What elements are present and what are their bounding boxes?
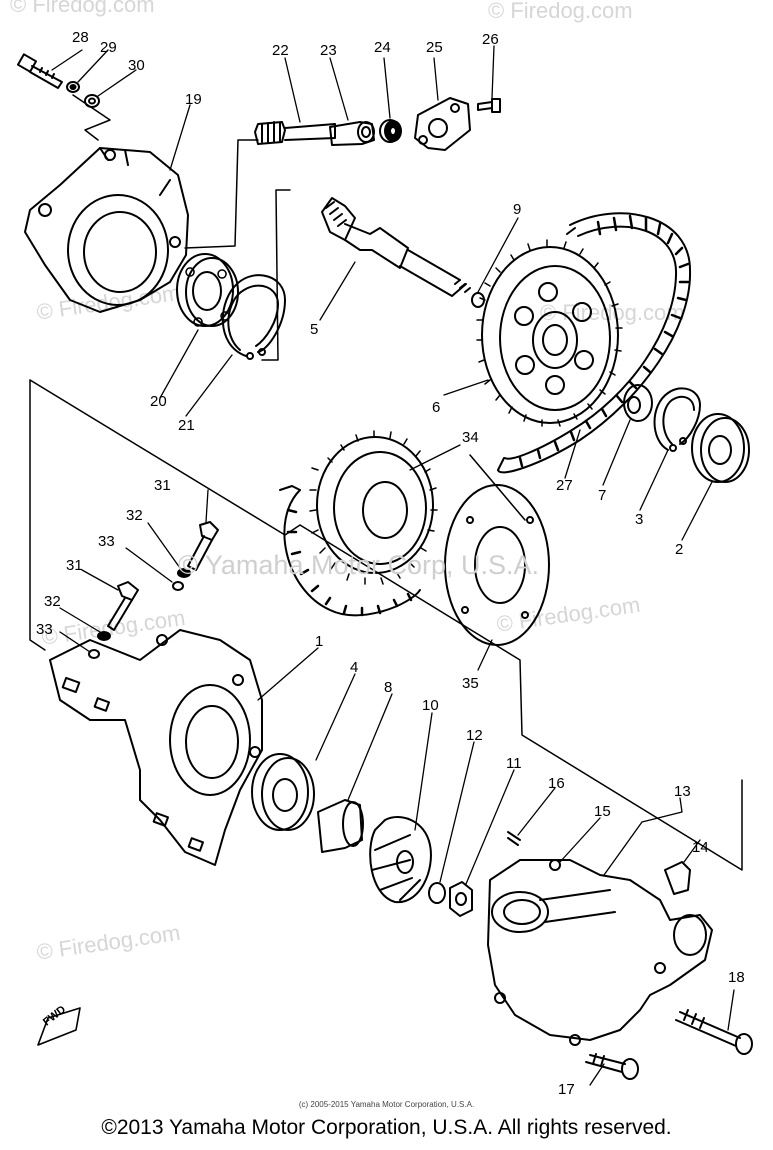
watermark: © Firedog.com <box>10 0 155 17</box>
callout-4: 4 <box>350 659 359 676</box>
washer-32-lower <box>97 631 111 641</box>
bushing-8 <box>317 799 364 853</box>
plate-25 <box>414 97 471 151</box>
callout-14: 14 <box>692 839 709 856</box>
callout-28: 28 <box>72 29 89 46</box>
pulley-6 <box>476 239 623 427</box>
callout-22: 22 <box>272 42 289 59</box>
footer-small-copyright: (c) 2005-2015 Yamaha Motor Corporation, … <box>298 1100 475 1109</box>
callout-21: 21 <box>178 417 195 434</box>
seal-24 <box>379 119 402 143</box>
plate-35 <box>444 484 550 646</box>
watermark: © Firedog.com <box>488 0 633 23</box>
callout-19: 19 <box>185 91 202 108</box>
washer-33-lower <box>88 649 100 659</box>
callout-12: 12 <box>466 727 483 744</box>
callout-17: 17 <box>558 1081 575 1098</box>
callout-30: 30 <box>128 57 145 74</box>
callout-27: 27 <box>556 477 573 494</box>
callout-3: 3 <box>635 511 644 528</box>
callout-31-lower: 31 <box>66 557 83 574</box>
callout-11: 11 <box>506 755 522 772</box>
circlip-21 <box>221 274 286 360</box>
bolt-31-upper <box>187 521 219 571</box>
housing-1 <box>49 629 263 866</box>
callout-9: 9 <box>513 201 522 218</box>
callout-32-lower: 32 <box>44 593 61 610</box>
cover-19 <box>24 147 189 313</box>
timing-belt-27 <box>279 212 692 617</box>
washer-32-upper <box>177 568 191 578</box>
pulley-34 <box>309 430 438 585</box>
bolt-18 <box>675 1009 753 1055</box>
callout-13: 13 <box>674 783 691 800</box>
pin-16 <box>507 831 521 846</box>
callout-1: 1 <box>315 633 324 650</box>
callout-8: 8 <box>384 679 393 696</box>
gear-shaft-22 <box>254 121 336 145</box>
washer-29 <box>66 81 80 93</box>
callout-18: 18 <box>728 969 745 986</box>
screw-26 <box>477 98 501 113</box>
leader-lines <box>51 45 735 1086</box>
nut-11 <box>449 881 473 917</box>
callout-20: 20 <box>150 393 167 410</box>
bolt-28 <box>16 53 63 89</box>
bushing-23 <box>329 121 375 146</box>
callout-2: 2 <box>675 541 684 558</box>
callout-33-lower: 33 <box>36 621 53 638</box>
washer-33-upper <box>172 581 184 591</box>
callout-29: 29 <box>100 39 117 56</box>
callout-32-upper: 32 <box>126 507 143 524</box>
circlip-3 <box>653 387 701 452</box>
callout-34: 34 <box>462 429 479 446</box>
copyright-overlay: © Yamaha Motor Corp, U.S.A. <box>178 550 540 580</box>
bearing-2 <box>691 413 750 483</box>
fitting-14 <box>664 861 691 895</box>
callout-25: 25 <box>426 39 443 56</box>
bolt-31-lower <box>107 581 139 631</box>
callout-10: 10 <box>422 697 439 714</box>
watermark: © Firedog.com <box>540 300 685 325</box>
washer-9 <box>471 292 485 308</box>
seal-7 <box>623 384 653 422</box>
impeller-10 <box>369 816 432 904</box>
callout-23: 23 <box>320 42 337 59</box>
shaft-5 <box>321 197 471 297</box>
callout-6: 6 <box>432 399 441 416</box>
bearing-4 <box>251 753 315 831</box>
pump-cover-13 <box>487 859 713 1046</box>
callout-15: 15 <box>594 803 611 820</box>
footer-copyright: ©2013 Yamaha Motor Corporation, U.S.A. A… <box>101 1116 672 1139</box>
callout-31-upper: 31 <box>154 477 171 494</box>
callout-33-upper: 33 <box>98 533 115 550</box>
bolt-17 <box>585 1053 639 1080</box>
fwd-arrow <box>37 1007 81 1046</box>
callout-35: 35 <box>462 675 479 692</box>
bearing-20 <box>176 253 239 327</box>
callout-16: 16 <box>548 775 565 792</box>
callout-5: 5 <box>310 321 319 338</box>
callout-24: 24 <box>374 39 391 56</box>
callout-26: 26 <box>482 31 499 48</box>
washer-12 <box>428 882 446 904</box>
callout-7: 7 <box>598 487 607 504</box>
